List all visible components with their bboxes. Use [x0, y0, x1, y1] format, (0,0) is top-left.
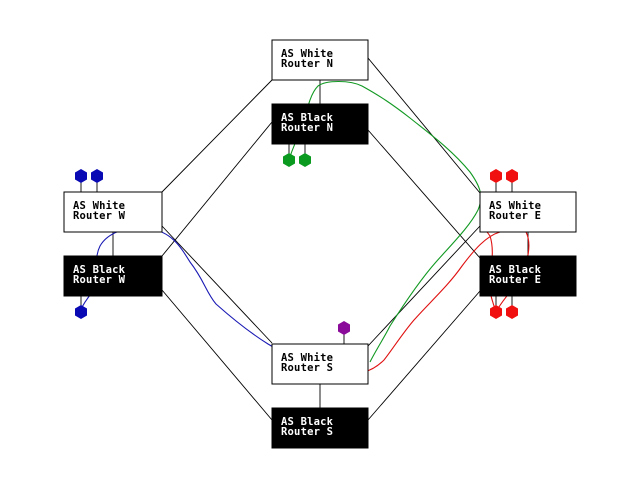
- host-icon-green[interactable]: [299, 153, 311, 167]
- router-label-line2: Router W: [73, 274, 126, 286]
- router-box: [479, 255, 577, 297]
- router-label-line2: Router S: [281, 426, 333, 438]
- router-box: [271, 343, 369, 385]
- link-white-n-to-white-e: [367, 57, 481, 194]
- link-white-w-to-white-s: [161, 225, 273, 344]
- router-label-line2: Router E: [489, 210, 541, 222]
- host-icon-blue[interactable]: [91, 169, 103, 183]
- link-black-n-to-black-e: [367, 129, 481, 259]
- host-icon-purple[interactable]: [338, 321, 350, 335]
- router-label-line1: AS White: [73, 200, 125, 212]
- link-white-n-to-white-w: [161, 79, 273, 193]
- router-white-e[interactable]: AS White Router E: [479, 191, 577, 233]
- host-icon-green[interactable]: [283, 153, 295, 167]
- host-icon-blue[interactable]: [75, 169, 87, 183]
- router-label-line2: Router W: [73, 210, 126, 222]
- router-black-e[interactable]: AS Black Router E: [479, 255, 577, 297]
- router-label-line1: AS Black: [73, 264, 126, 276]
- router-box: [479, 191, 577, 233]
- router-label-line1: AS White: [489, 200, 541, 212]
- host-icon-red[interactable]: [490, 305, 502, 319]
- router-label-line2: Router S: [281, 362, 333, 374]
- backbone-links: [112, 57, 529, 421]
- router-white-n[interactable]: AS White Router N: [271, 39, 369, 81]
- router-box: [271, 39, 369, 81]
- link-black-n-to-black-w: [161, 121, 273, 257]
- host-icon-blue[interactable]: [75, 305, 87, 319]
- router-box: [271, 103, 369, 145]
- router-box: [63, 255, 163, 297]
- host-stems: [80, 144, 513, 344]
- hosts: [75, 153, 518, 335]
- router-label-line2: Router E: [489, 274, 541, 286]
- link-black-w-to-black-s: [161, 289, 273, 421]
- router-white-w[interactable]: AS White Router W: [63, 191, 163, 233]
- host-icon-red[interactable]: [490, 169, 502, 183]
- trace-red: [363, 224, 530, 373]
- router-label-line1: AS Black: [281, 416, 334, 428]
- router-box: [271, 407, 369, 449]
- link-white-e-to-white-s: [367, 225, 481, 347]
- router-label-line1: AS White: [281, 48, 333, 60]
- router-label-line1: AS White: [281, 352, 333, 364]
- router-label-line1: AS Black: [489, 264, 542, 276]
- router-box: [63, 191, 163, 233]
- host-icon-red[interactable]: [506, 305, 518, 319]
- router-black-s[interactable]: AS Black Router S: [271, 407, 369, 449]
- routers: AS White Router N AS Black Router N AS W…: [63, 39, 577, 449]
- trace-green: [288, 80, 482, 363]
- host-icon-red[interactable]: [506, 169, 518, 183]
- router-label-line2: Router N: [281, 58, 333, 70]
- router-label-line1: AS Black: [281, 112, 334, 124]
- link-black-e-to-black-s: [367, 290, 481, 421]
- router-black-n[interactable]: AS Black Router N: [271, 103, 369, 145]
- router-label-line2: Router N: [281, 122, 333, 134]
- router-black-w[interactable]: AS Black Router W: [63, 255, 163, 297]
- router-white-s[interactable]: AS White Router S: [271, 343, 369, 385]
